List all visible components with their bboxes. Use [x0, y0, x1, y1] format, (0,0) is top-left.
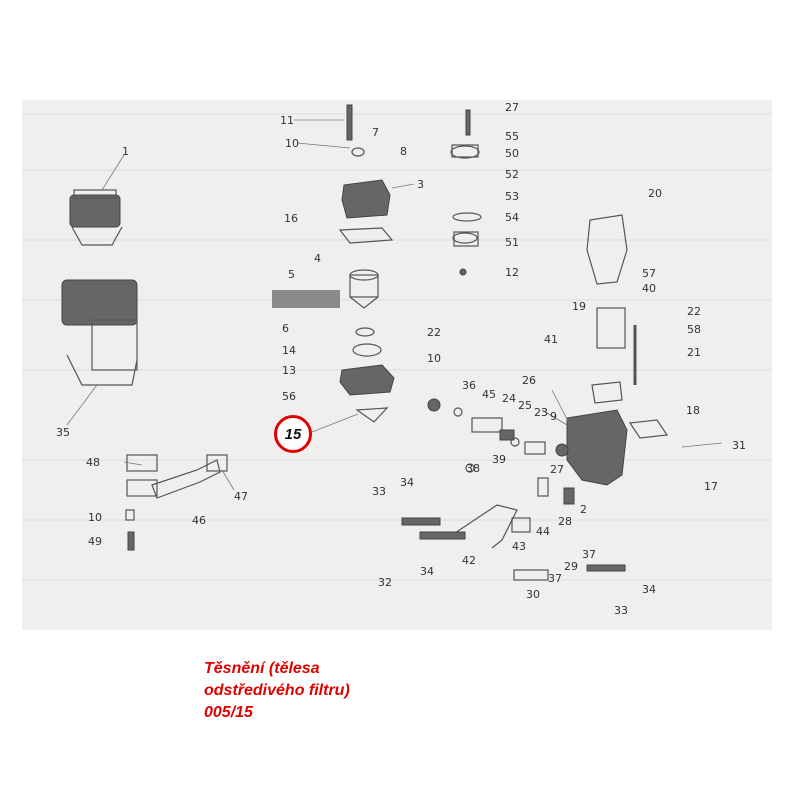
- part-14-ring: [355, 327, 375, 337]
- part-17-filter-body: [566, 381, 669, 486]
- label-10b: 10: [427, 352, 441, 365]
- label-58: 58: [687, 323, 701, 336]
- label-30: 30: [526, 588, 540, 601]
- label-22a: 22: [427, 326, 441, 339]
- caption-line-1: Těsnění (tělesa: [204, 660, 320, 677]
- label-34a: 34: [400, 476, 414, 489]
- fittings-cluster: [401, 389, 626, 581]
- label-54: 54: [505, 211, 519, 224]
- part-11-bolt: [294, 104, 353, 141]
- label-28: 28: [558, 515, 572, 528]
- part-46-pipe: [123, 454, 235, 551]
- part-7-washer: [296, 142, 365, 157]
- label-57: 57: [642, 267, 656, 280]
- label-46: 46: [192, 514, 206, 527]
- part-50-cap: [450, 109, 482, 276]
- label-17: 17: [704, 480, 718, 493]
- label-23: 23: [534, 406, 548, 419]
- label-55: 55: [505, 130, 519, 143]
- label-38: 38: [466, 462, 480, 475]
- label-40: 40: [642, 282, 656, 295]
- label-14: 14: [282, 344, 296, 357]
- label-56: 56: [282, 390, 296, 403]
- label-12: 12: [505, 266, 519, 279]
- caption-line-2: odstředivého filtru): [204, 682, 350, 699]
- label-52: 52: [505, 168, 519, 181]
- label-53: 53: [505, 190, 519, 203]
- label-1: 1: [122, 145, 129, 158]
- label-20: 20: [648, 187, 662, 200]
- label-47: 47: [234, 490, 248, 503]
- part-13-base: [352, 343, 382, 357]
- label-39: 39: [492, 453, 506, 466]
- parts-diagram-sheet: 1 11 10 7 8 3 16 4 5 6 14 13 56 22 10 27…: [22, 100, 772, 630]
- label-37a: 37: [582, 548, 596, 561]
- highlighted-part-number: 15: [284, 425, 302, 443]
- part-3-cover: [338, 179, 415, 244]
- label-27: 27: [505, 101, 519, 114]
- label-33a: 33: [372, 485, 386, 498]
- parts-diagram-drawing: 1 11 10 7 8 3 16 4 5 6 14 13 56 22 10 27…: [22, 101, 772, 617]
- part-caption: Těsnění (tělesa odstředivého filtru) 005…: [204, 658, 350, 724]
- label-33b: 33: [614, 604, 628, 617]
- label-6: 6: [282, 322, 289, 335]
- label-9: 9: [550, 410, 557, 423]
- label-36: 36: [462, 379, 476, 392]
- part-56-bracket: [339, 364, 395, 396]
- part-4-filter-body: [349, 269, 379, 309]
- label-49: 49: [88, 535, 102, 548]
- label-24: 24: [502, 392, 516, 405]
- label-50: 50: [505, 147, 519, 160]
- highlighted-part-callout: 15: [274, 415, 312, 453]
- part-35-housing: [61, 279, 138, 426]
- label-42: 42: [462, 554, 476, 567]
- part-16-region: [681, 442, 723, 448]
- label-29: 29: [564, 560, 578, 573]
- label-22b: 22: [687, 305, 701, 318]
- label-7: 7: [372, 126, 379, 139]
- label-37b: 37: [548, 572, 562, 585]
- label-32: 32: [378, 576, 392, 589]
- label-43: 43: [512, 540, 526, 553]
- label-45: 45: [482, 388, 496, 401]
- label-35: 35: [56, 426, 70, 439]
- label-25: 25: [518, 399, 532, 412]
- label-34c: 34: [642, 583, 656, 596]
- label-34b: 34: [420, 565, 434, 578]
- label-3: 3: [417, 178, 424, 191]
- label-21: 21: [687, 346, 701, 359]
- label-13: 13: [282, 364, 296, 377]
- label-18: 18: [686, 404, 700, 417]
- label-16: 16: [284, 212, 298, 225]
- part-number-labels: 1 11 10 7 8 3 16 4 5 6 14 13 56 22 10 27…: [56, 101, 746, 617]
- label-44: 44: [536, 525, 550, 538]
- label-48: 48: [86, 456, 100, 469]
- label-10a: 10: [285, 137, 299, 150]
- label-8: 8: [400, 145, 407, 158]
- label-2: 2: [580, 503, 587, 516]
- label-5: 5: [288, 268, 295, 281]
- part-15-gasket: [311, 407, 389, 433]
- label-19: 19: [572, 300, 586, 313]
- part-1-housing: [69, 154, 125, 246]
- label-10c: 10: [88, 511, 102, 524]
- label-31: 31: [732, 439, 746, 452]
- label-26: 26: [522, 374, 536, 387]
- caption-line-3: 005/15: [204, 704, 253, 721]
- label-4: 4: [314, 252, 321, 265]
- part-20-filter-housing: [586, 214, 628, 349]
- label-51: 51: [505, 236, 519, 249]
- label-41: 41: [544, 333, 558, 346]
- label-11: 11: [280, 114, 294, 127]
- label-27b: 27: [550, 463, 564, 476]
- part-5-filter-element: [272, 290, 340, 308]
